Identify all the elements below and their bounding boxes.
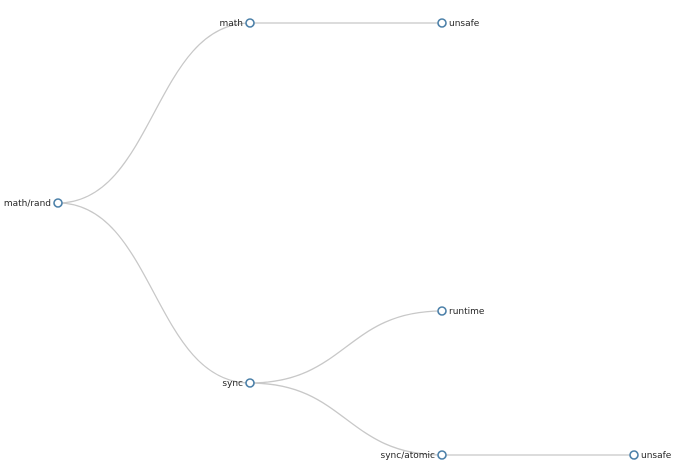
node-circle[interactable] — [245, 378, 255, 388]
tree-node-sync[interactable]: sync — [222, 378, 255, 389]
node-label: unsafe — [641, 451, 672, 461]
tree-node-unsafe[interactable]: unsafe — [437, 18, 480, 29]
tree-link-n0-n1 — [57, 22, 251, 204]
tree-node-unsafe-leaf[interactable]: unsafe — [629, 450, 672, 461]
node-label: math/rand — [4, 199, 51, 209]
node-circle[interactable] — [437, 450, 447, 460]
tree-link-n2-n5 — [249, 382, 443, 456]
tree-nodes: math/rand math sync unsafe runtime sync/… — [4, 18, 672, 461]
tree-links — [57, 22, 634, 456]
node-label: sync — [222, 379, 243, 389]
tree-link-n2-n4 — [249, 310, 443, 384]
node-label: sync/atomic — [381, 451, 436, 461]
tree-node-runtime[interactable]: runtime — [437, 306, 485, 317]
node-circle[interactable] — [53, 198, 63, 208]
node-circle[interactable] — [629, 450, 639, 460]
tree-link-n0-n2 — [57, 202, 251, 384]
tree-node-math-rand[interactable]: math/rand — [4, 198, 63, 209]
node-label: math — [219, 19, 243, 29]
node-label: unsafe — [449, 19, 480, 29]
tree-node-math[interactable]: math — [219, 18, 255, 29]
node-label: runtime — [449, 307, 485, 317]
node-circle[interactable] — [437, 306, 447, 316]
node-circle[interactable] — [437, 18, 447, 28]
node-circle[interactable] — [245, 18, 255, 28]
tree-node-sync-atomic[interactable]: sync/atomic — [381, 450, 447, 461]
